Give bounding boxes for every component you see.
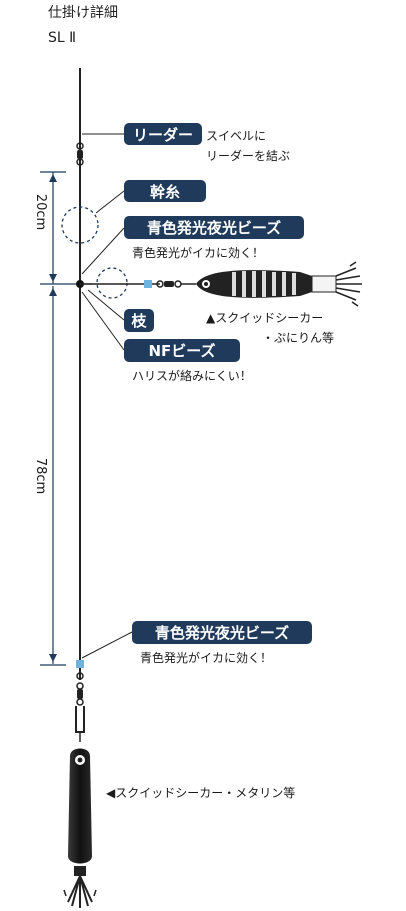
branch-label-box (124, 309, 154, 332)
branch-pointer (87, 289, 125, 321)
beads-bottom-pointer (81, 631, 133, 659)
trunk-pointer (95, 190, 125, 214)
beads-bottom-label-box (132, 621, 312, 644)
leader-note-1: スイベルに (206, 129, 266, 143)
branch-label: 枝 (131, 312, 147, 330)
branch-swivel-icon (156, 280, 196, 288)
blue-bead-top-icon (144, 280, 152, 288)
beads-top-label: 青色発光夜光ビーズ (147, 219, 281, 237)
leader-label-box (124, 123, 202, 145)
nf-beads-note: ハリスが絡みにくい！ (132, 368, 252, 383)
beads-bottom-label: 青色発光夜光ビーズ (155, 624, 289, 642)
dimension-upper-label: 20cm (33, 194, 48, 230)
leader-note-2: リーダーを結ぶ (206, 148, 290, 163)
beads-top-note: 青色発光がイカに効く！ (132, 245, 264, 260)
lure-bottom-label: ◀スクイッドシーカー・メタリン等 (106, 786, 295, 800)
diagram-subtitle: SL Ⅱ (48, 30, 77, 46)
beads-top-label-box (124, 216, 304, 239)
nf-beads-label-box (124, 339, 240, 362)
horizontal-squid-jig-icon (196, 261, 362, 307)
top-swivel-icon (76, 142, 84, 166)
vertical-squid-jig-icon (63, 748, 97, 908)
nf-beads-label: NFビーズ (148, 342, 215, 360)
branch-callout-circle (96, 267, 128, 299)
leader-label: リーダー (133, 126, 193, 144)
bottom-snap-icon (75, 672, 85, 742)
lure-top-line-2: ・ぷにりん等 (262, 331, 334, 345)
dimension-lower-label: 78cm (33, 458, 48, 494)
beads-bottom-note: 青色発光がイカに効く！ (140, 650, 272, 665)
blue-bead-bottom-icon (76, 660, 84, 668)
nf-pointer (81, 291, 125, 351)
diagram-title: 仕掛け詳細 (48, 5, 118, 21)
lure-top-line-1: ▲スクイッドシーカー (206, 311, 323, 325)
beads-top-pointer (81, 227, 125, 275)
dimension-upper (40, 171, 66, 284)
trunk-callout-circle (61, 206, 99, 244)
trunk-label: 幹糸 (150, 183, 180, 201)
trunk-label-box (124, 180, 206, 202)
